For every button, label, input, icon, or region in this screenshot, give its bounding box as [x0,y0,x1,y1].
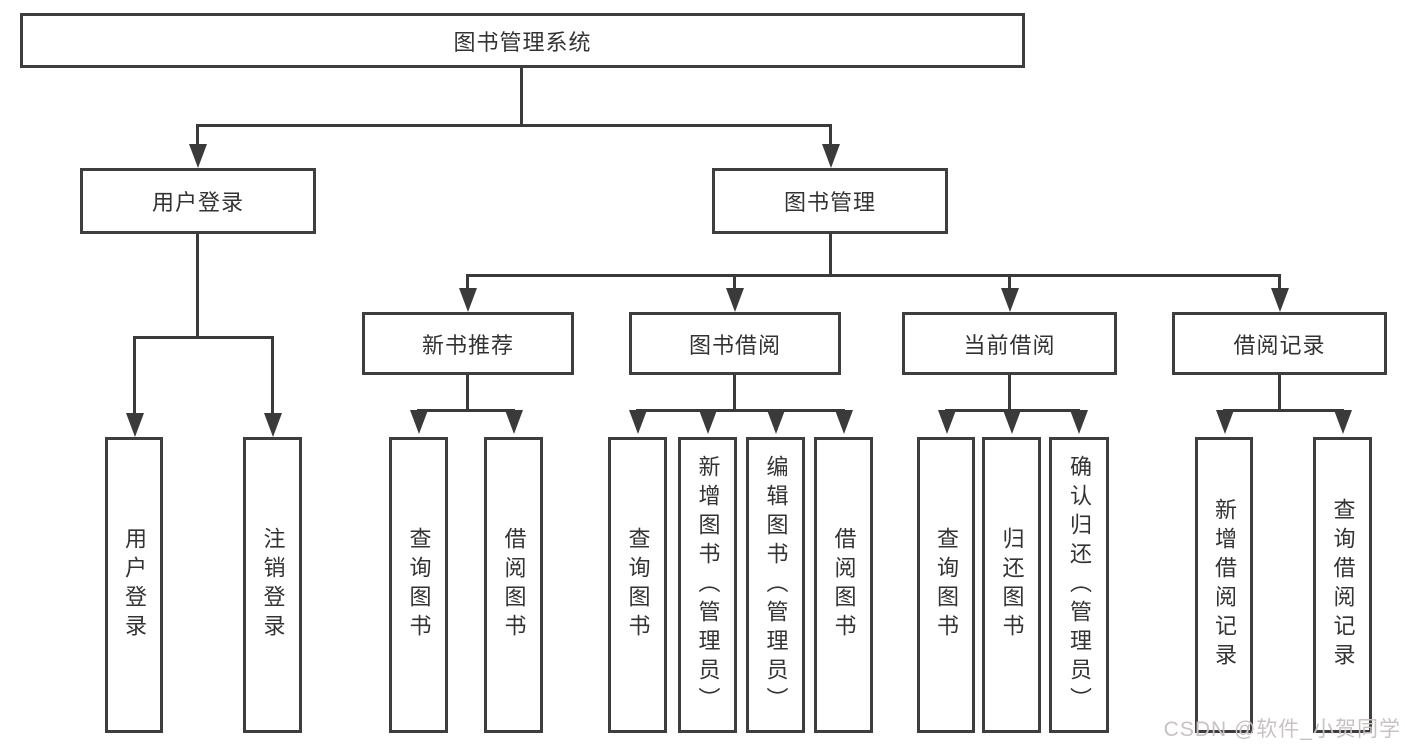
node-current-borrow: 当前借阅 [902,312,1117,375]
arrow-to-bb-query [636,409,639,410]
node-new-book-rec-label: 新书推荐 [421,332,514,358]
arrow-to-new-book-rec [466,274,469,288]
arrow-to-bb-edit [774,409,777,410]
node-user-login: 用户登录 [80,168,316,234]
arrow-to-current-borrow [1008,274,1011,288]
connector-current-borrow-stub [1008,375,1011,409]
leaf-cb-query-books: 查询图书 [917,437,975,733]
node-root: 图书管理系统 [20,13,1025,68]
node-user-login-label: 用户登录 [151,190,244,215]
leaf-logout-label: 注销登录 [260,527,286,643]
node-borrow-records: 借阅记录 [1172,312,1387,375]
connector-book-management-horizontal [466,274,1281,277]
arrow-to-borrow-records [1278,274,1281,288]
connector-book-borrow-horizontal [636,409,844,412]
arrow-to-br-query [1341,409,1344,410]
arrow-to-user-login [196,124,199,144]
node-book-borrow: 图书借阅 [629,312,841,375]
leaf-logout: 注销登录 [243,437,302,733]
connector-borrow-records-horizontal [1223,409,1343,412]
connector-book-management-stub [829,234,832,274]
connector-user-login-horizontal [133,336,274,339]
leaf-cb-query-books-label: 查询图书 [934,527,959,643]
arrow-to-leaf-user-login [133,336,136,413]
leaf-bb-query-books: 查询图书 [608,437,667,733]
leaf-bb-query-books-label: 查询图书 [625,527,651,643]
node-current-borrow-label: 当前借阅 [963,332,1056,358]
leaf-nb-query-books-label: 查询图书 [406,527,432,643]
leaf-cb-return-books-label: 归还图书 [999,527,1025,643]
connector-user-login-stub [196,234,199,336]
leaf-bb-borrow-books: 借阅图书 [814,437,873,733]
connector-root-stub [520,68,523,124]
leaf-cb-confirm-return-admin: 确认归还（管理员） [1049,437,1109,733]
node-new-book-rec: 新书推荐 [362,312,574,375]
leaf-nb-query-books: 查询图书 [389,437,448,733]
arrow-to-book-borrow [733,274,736,288]
arrow-to-cb-confirm [1077,409,1080,410]
leaf-bb-edit-books-admin: 编辑图书（管理员） [746,437,805,733]
leaf-nb-borrow-books-label: 借阅图书 [501,527,527,643]
arrow-to-nb-borrow [512,409,515,410]
leaf-cb-confirm-return-admin-label: 确认归还（管理员） [1067,454,1092,716]
leaf-br-add-record-label: 新增借阅记录 [1212,498,1237,672]
leaf-cb-return-books: 归还图书 [982,437,1041,733]
leaf-nb-borrow-books: 借阅图书 [484,437,543,733]
connector-borrow-records-stub [1278,375,1281,409]
csdn-watermark: CSDN @软件_小贺同学 [1163,718,1401,741]
leaf-user-login-label: 用户登录 [122,527,147,643]
leaf-br-query-record: 查询借阅记录 [1313,437,1372,733]
arrow-to-bb-borrow [842,409,845,410]
connector-book-borrow-stub [733,375,736,409]
node-book-borrow-label: 图书借阅 [688,332,781,358]
leaf-bb-edit-books-admin-label: 编辑图书（管理员） [763,454,789,716]
arrow-to-cb-query [945,409,948,410]
leaf-br-add-record: 新增借阅记录 [1195,437,1253,733]
node-book-management: 图书管理 [712,168,948,234]
connector-root-horizontal [196,124,832,127]
arrow-to-cb-return [1010,409,1013,410]
leaf-bb-add-books-admin: 新增图书（管理员） [678,437,737,733]
arrow-to-br-add [1223,409,1226,410]
arrow-to-nb-query [417,409,420,410]
arrow-to-leaf-logout [271,336,274,413]
leaf-bb-add-books-admin-label: 新增图书（管理员） [695,454,721,716]
leaf-bb-borrow-books-label: 借阅图书 [831,527,857,643]
connector-new-book-rec-horizontal [417,409,514,412]
leaf-br-query-record-label: 查询借阅记录 [1330,498,1356,672]
connector-new-book-rec-stub [466,375,469,409]
arrow-to-book-management [829,124,832,144]
node-borrow-records-label: 借阅记录 [1233,332,1326,358]
arrow-to-bb-add [706,409,709,410]
leaf-user-login: 用户登录 [105,437,163,733]
node-root-label: 图书管理系统 [453,29,592,55]
node-book-management-label: 图书管理 [783,190,876,215]
